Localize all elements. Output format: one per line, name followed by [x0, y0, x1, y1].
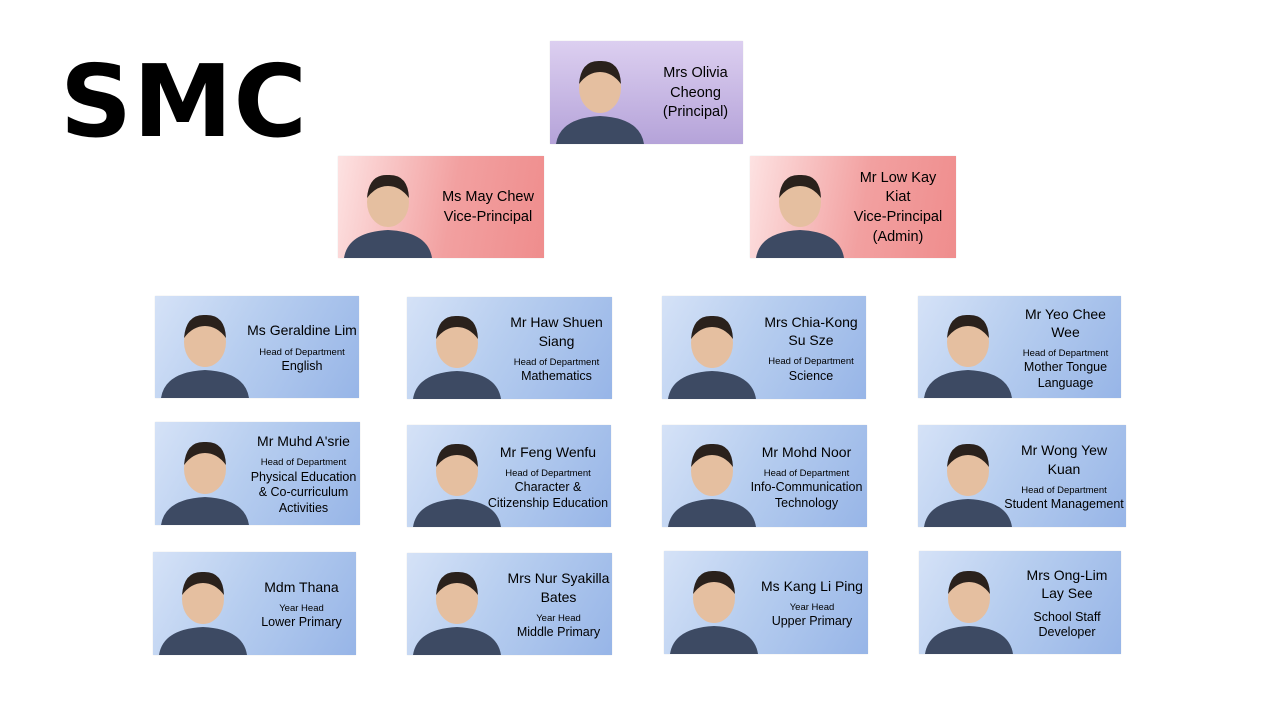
principal-role: (Principal) — [662, 104, 729, 121]
principal-card: Mrs Olivia Cheong (Principal) — [550, 41, 743, 144]
staff-title: Year Head — [789, 602, 835, 614]
vice-principal-card: Ms May Chew Vice-Principal — [338, 156, 544, 258]
staff-subject: Student Management — [1004, 497, 1124, 512]
hod-card: Mrs Chia-Kong Su Sze Head of Department … — [662, 296, 866, 399]
hod-card: Mr Haw Shuen Siang Head of Department Ma… — [407, 297, 612, 399]
hod-card: Ms Geraldine Lim Head of Department Engl… — [155, 296, 359, 398]
hod-card: Mr Feng Wenfu Head of Department Charact… — [407, 425, 611, 527]
staff-title: Head of Department — [505, 467, 591, 479]
vice-principal-admin-name: Mr Low Kay Kiat — [859, 169, 937, 206]
staff-photo — [159, 302, 251, 398]
staff-name: Mr Muhd A'srie — [257, 433, 350, 450]
staff-name: Mdm Thana — [264, 578, 339, 595]
staff-title: Head of Department — [259, 346, 345, 358]
staff-title: Head of Department — [1022, 347, 1109, 359]
principal-name: Mrs Olivia Cheong — [663, 65, 728, 101]
staff-subject: Mother Tongue Language — [1023, 360, 1108, 390]
staff-photo — [411, 303, 503, 399]
vice-principal-admin-photo — [754, 162, 846, 258]
staff-subject: Lower Primary — [261, 615, 342, 630]
staff-subject: Upper Primary — [771, 614, 853, 629]
staff-subject: School Staff Developer — [1033, 609, 1101, 640]
staff-photo — [666, 431, 758, 527]
staff-name: Mr Mohd Noor — [761, 443, 852, 460]
staff-subject: Mathematics — [521, 369, 592, 384]
vice-principal-role: Vice-Principal — [443, 209, 533, 225]
staff-photo — [922, 431, 1014, 527]
staff-subject: Character & Citizenship Education — [487, 480, 609, 510]
staff-photo — [157, 559, 249, 655]
staff-subject: Physical Education & Co-curriculum Activ… — [250, 469, 357, 516]
year-head-card: Mrs Nur Syakilla Bates Year Head Middle … — [407, 553, 612, 655]
staff-photo — [159, 429, 251, 525]
vice-principal-admin-role: Vice-Principal (Admin) — [853, 209, 943, 245]
staff-name: Mr Feng Wenfu — [499, 443, 597, 460]
staff-subject: Info-Communication Technology — [750, 480, 863, 510]
staff-developer-card: Mrs Ong-Lim Lay See School Staff Develop… — [919, 551, 1121, 654]
hod-card: Mr Yeo Chee Wee Head of Department Mothe… — [918, 296, 1121, 398]
staff-name: Mr Haw Shuen Siang — [510, 314, 603, 349]
vice-principal-photo — [342, 162, 434, 258]
staff-title: Head of Department — [1021, 484, 1107, 496]
year-head-card: Ms Kang Li Ping Year Head Upper Primary — [664, 551, 868, 654]
staff-title: Year Head — [536, 612, 581, 624]
staff-photo — [411, 431, 503, 527]
page-title: SMC — [60, 43, 308, 160]
staff-name: Mr Yeo Chee Wee — [1025, 305, 1106, 340]
staff-name: Mrs Nur Syakilla Bates — [507, 570, 610, 605]
staff-photo — [411, 559, 503, 655]
staff-subject: Middle Primary — [516, 625, 601, 640]
hod-card: Mr Muhd A'srie Head of Department Physic… — [155, 422, 360, 525]
hod-card: Mr Wong Yew Kuan Head of Department Stud… — [918, 425, 1126, 527]
staff-name: Mr Wong Yew Kuan — [1020, 442, 1108, 477]
staff-name: Mrs Ong-Lim Lay See — [1026, 567, 1108, 602]
staff-name: Ms Kang Li Ping — [761, 577, 863, 594]
staff-title: Head of Department — [768, 356, 854, 368]
vice-principal-name: Ms May Chew — [442, 189, 534, 206]
staff-subject: Science — [788, 368, 834, 383]
vice-principal-admin-card: Mr Low Kay Kiat Vice-Principal (Admin) — [750, 156, 956, 258]
staff-title: Head of Department — [260, 457, 347, 469]
staff-photo — [668, 558, 760, 654]
staff-name: Ms Geraldine Lim — [247, 322, 357, 339]
staff-title: Year Head — [279, 603, 324, 615]
hod-card: Mr Mohd Noor Head of Department Info-Com… — [662, 425, 867, 527]
year-head-card: Mdm Thana Year Head Lower Primary — [153, 552, 356, 655]
staff-photo — [666, 303, 758, 399]
staff-photo — [923, 558, 1015, 654]
staff-photo — [922, 302, 1014, 398]
staff-name: Mrs Chia-Kong Su Sze — [764, 313, 858, 349]
staff-title: Head of Department — [513, 356, 600, 368]
staff-subject: English — [281, 358, 323, 373]
principal-photo — [554, 48, 646, 144]
staff-title: Head of Department — [763, 467, 850, 479]
